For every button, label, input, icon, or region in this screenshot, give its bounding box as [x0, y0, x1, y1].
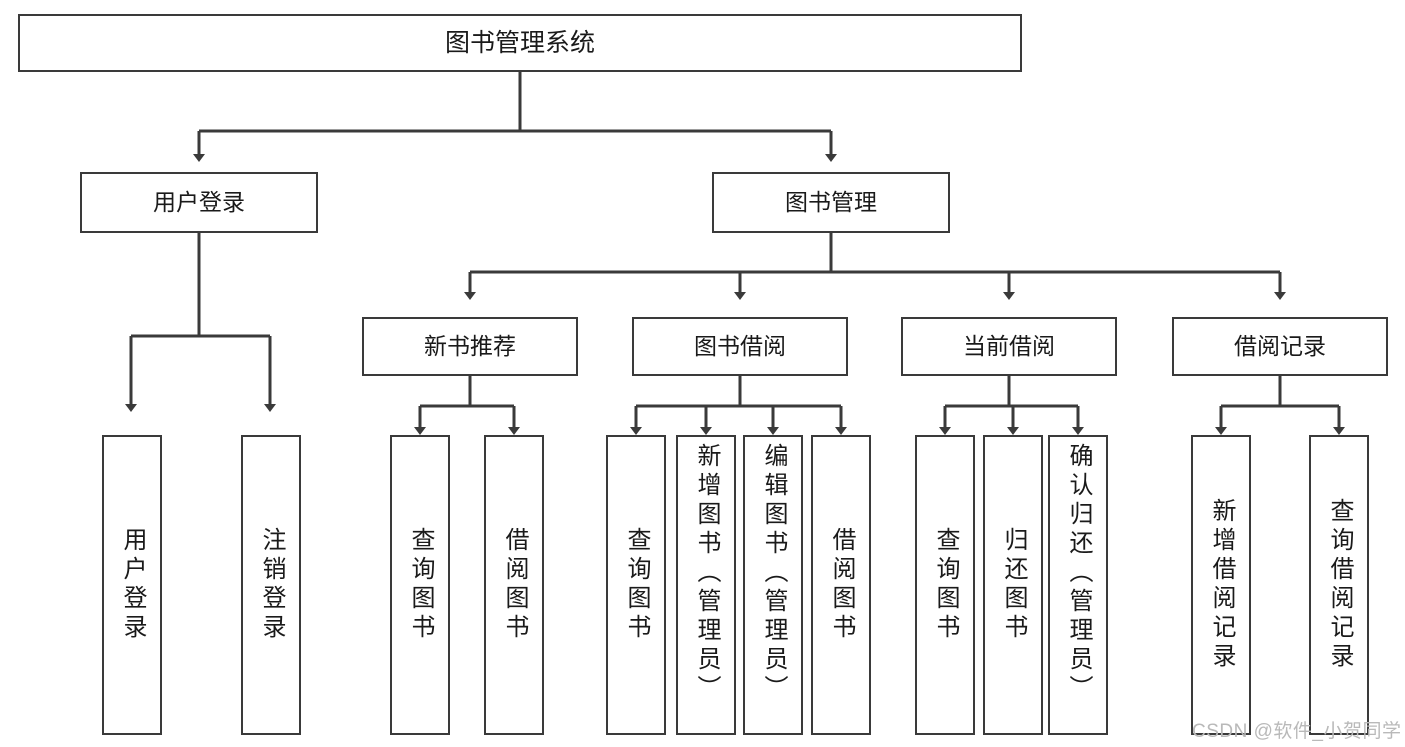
node-label: 归还图书	[1000, 527, 1027, 643]
leaf-new-book-query-book[interactable]: 查询图书	[390, 435, 450, 735]
node-label: 查询图书	[407, 527, 434, 643]
csdn-watermark: CSDN @软件_小贺同学	[1192, 721, 1402, 742]
node-new-book-recommend[interactable]: 新书推荐	[362, 317, 578, 376]
node-label: 新书推荐	[424, 332, 516, 359]
leaf-borrow-record-query-record[interactable]: 查询借阅记录	[1309, 435, 1369, 735]
leaf-book-borrow-edit-book-admin[interactable]: 编辑图书（管理员）	[743, 435, 803, 735]
leaf-current-borrow-return-book[interactable]: 归还图书	[983, 435, 1043, 735]
node-label: 借阅图书	[828, 527, 855, 643]
leaf-book-borrow-borrow-book[interactable]: 借阅图书	[811, 435, 871, 735]
node-label: 新增图书（管理员）	[693, 443, 720, 704]
node-label: 图书借阅	[694, 332, 786, 359]
leaf-book-borrow-query-book[interactable]: 查询图书	[606, 435, 666, 735]
node-label: 注销登录	[258, 527, 285, 643]
node-current-borrow[interactable]: 当前借阅	[901, 317, 1117, 376]
leaf-user-login-logout[interactable]: 注销登录	[241, 435, 301, 735]
node-label: 编辑图书（管理员）	[760, 443, 787, 704]
leaf-borrow-record-add-record[interactable]: 新增借阅记录	[1191, 435, 1251, 735]
leaf-user-login-login[interactable]: 用户登录	[102, 435, 162, 735]
node-label: 图书管理	[785, 188, 877, 215]
node-book-management[interactable]: 图书管理	[712, 172, 950, 233]
node-borrow-record[interactable]: 借阅记录	[1172, 317, 1388, 376]
leaf-book-borrow-add-book-admin[interactable]: 新增图书（管理员）	[676, 435, 736, 735]
node-user-login[interactable]: 用户登录	[80, 172, 318, 233]
node-label: 用户登录	[153, 188, 245, 215]
node-root-book-management-system[interactable]: 图书管理系统	[18, 14, 1022, 72]
node-label: 当前借阅	[963, 332, 1055, 359]
node-label: 用户登录	[119, 527, 146, 643]
node-book-borrow[interactable]: 图书借阅	[632, 317, 848, 376]
node-label: 借阅图书	[501, 527, 528, 643]
leaf-current-borrow-query-book[interactable]: 查询图书	[915, 435, 975, 735]
node-label: 查询图书	[932, 527, 959, 643]
node-label: 查询借阅记录	[1326, 498, 1353, 672]
node-label: 查询图书	[623, 527, 650, 643]
node-label: 借阅记录	[1234, 332, 1326, 359]
node-label: 新增借阅记录	[1208, 498, 1235, 672]
node-label: 确认归还（管理员）	[1065, 443, 1092, 704]
leaf-current-borrow-confirm-return-admin[interactable]: 确认归还（管理员）	[1048, 435, 1108, 735]
node-label: 图书管理系统	[444, 29, 595, 57]
leaf-new-book-borrow-book[interactable]: 借阅图书	[484, 435, 544, 735]
